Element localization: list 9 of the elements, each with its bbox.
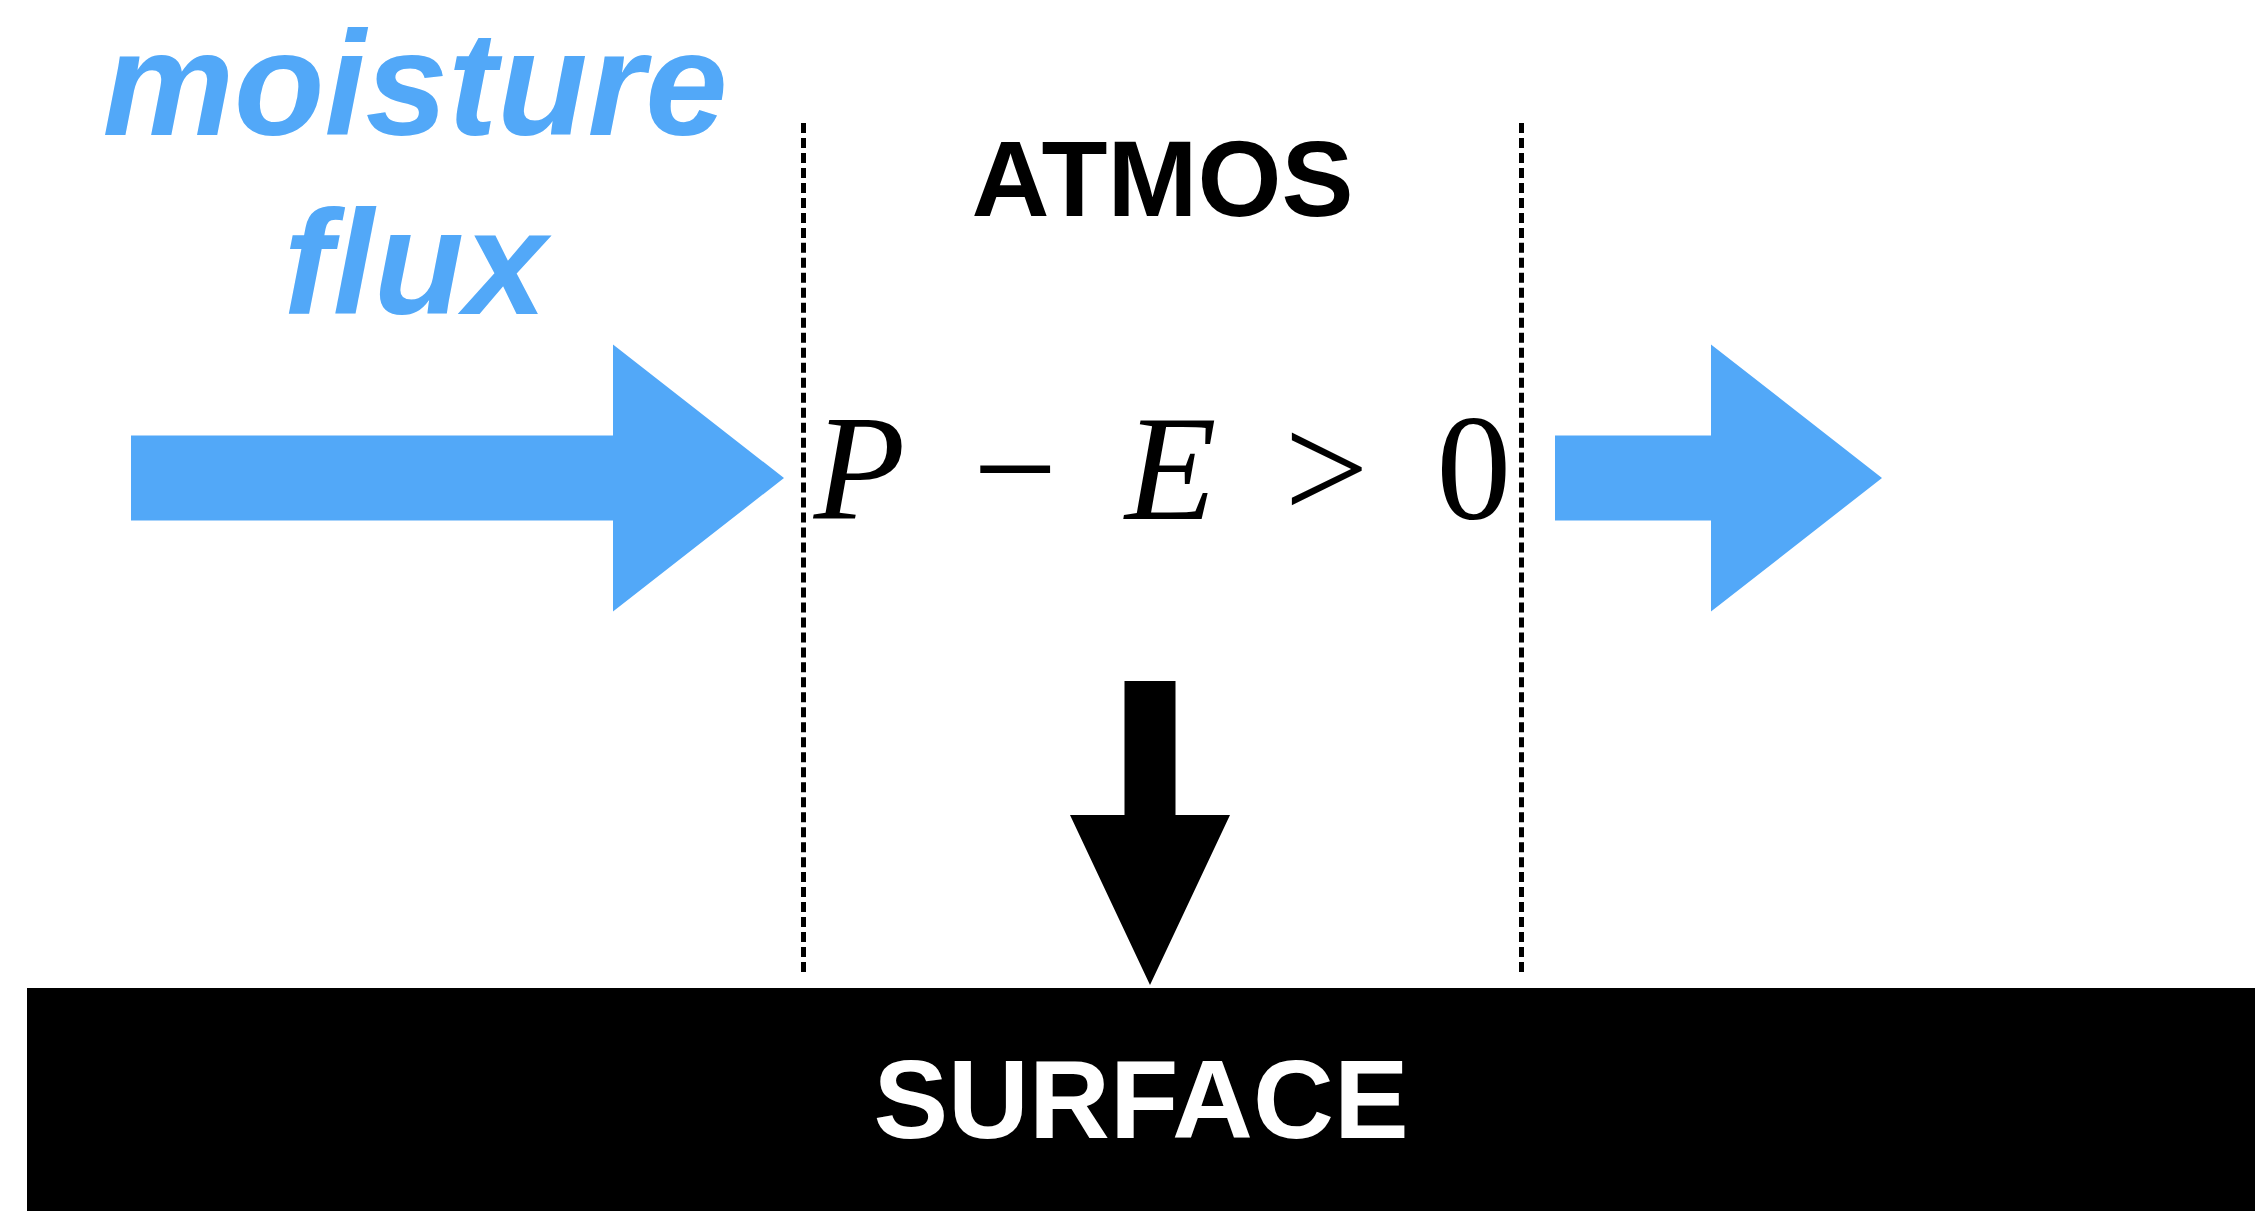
flux-label: moisture flux: [101, 0, 729, 347]
equation: P − E > 0: [806, 393, 1519, 543]
block-arrow: [1070, 681, 1230, 985]
column-title: ATMOS: [970, 125, 1355, 233]
block-arrow: [1555, 344, 1882, 612]
surface-label: SURFACE: [873, 1043, 1409, 1156]
block-arrow: [131, 344, 784, 612]
surface-bar: [27, 988, 2255, 1211]
atmosphere-column: [801, 123, 1524, 972]
